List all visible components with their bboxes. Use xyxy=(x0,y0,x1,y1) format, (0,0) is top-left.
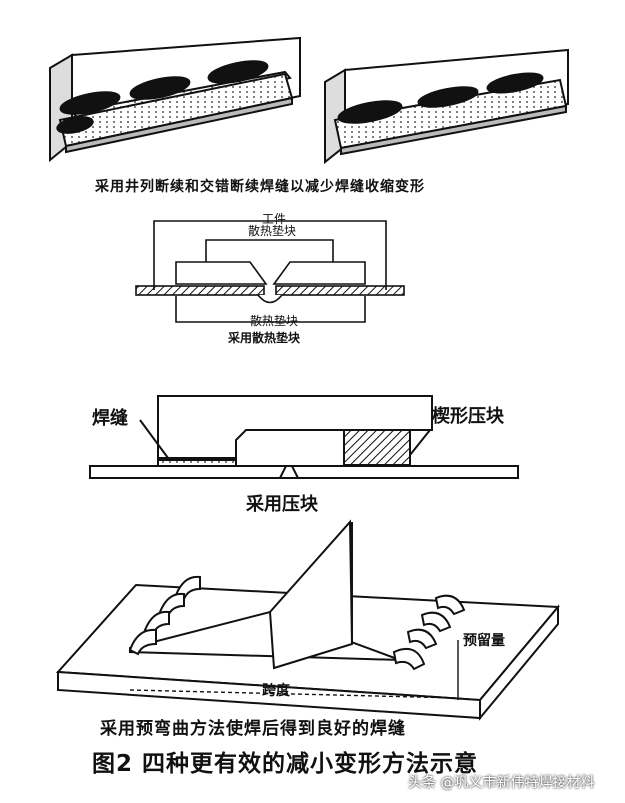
watermark: 头条 @巩义市新伟特焊接材料 xyxy=(408,775,595,791)
panel2-caption: 采用散热垫块 xyxy=(228,331,301,345)
figure-title: 图2 四种更有效的减小变形方法示意 xyxy=(92,751,479,777)
weld-label: 焊缝 xyxy=(92,408,128,429)
workpiece-label: 工件 xyxy=(262,212,287,226)
panel4-caption: 采用预弯曲方法使焊后得到良好的焊缝 xyxy=(100,719,406,739)
heat-sink-block-figure xyxy=(135,220,405,323)
panel3-caption: 采用压块 xyxy=(246,494,318,515)
staggered-weld-figure-right xyxy=(324,48,569,165)
heat-sink-top-label: 散热垫块 xyxy=(248,224,297,238)
pre-bending-figure xyxy=(55,519,561,721)
intermittent-weld-figure-left xyxy=(49,36,301,163)
clamp-left-1 xyxy=(128,575,201,656)
panel1-caption: 采用井列断续和交错断续焊缝以减少焊缝收缩变形 xyxy=(95,179,425,195)
span-label: 跨度 xyxy=(262,683,290,699)
preset-amount-label: 预留量 xyxy=(463,633,505,649)
wedge-block-label: 楔形压块 xyxy=(432,406,504,427)
heat-sink-bottom-label: 散热垫块 xyxy=(250,314,299,328)
clamp-right-1 xyxy=(392,594,466,671)
clamp-block-figure xyxy=(89,395,519,479)
